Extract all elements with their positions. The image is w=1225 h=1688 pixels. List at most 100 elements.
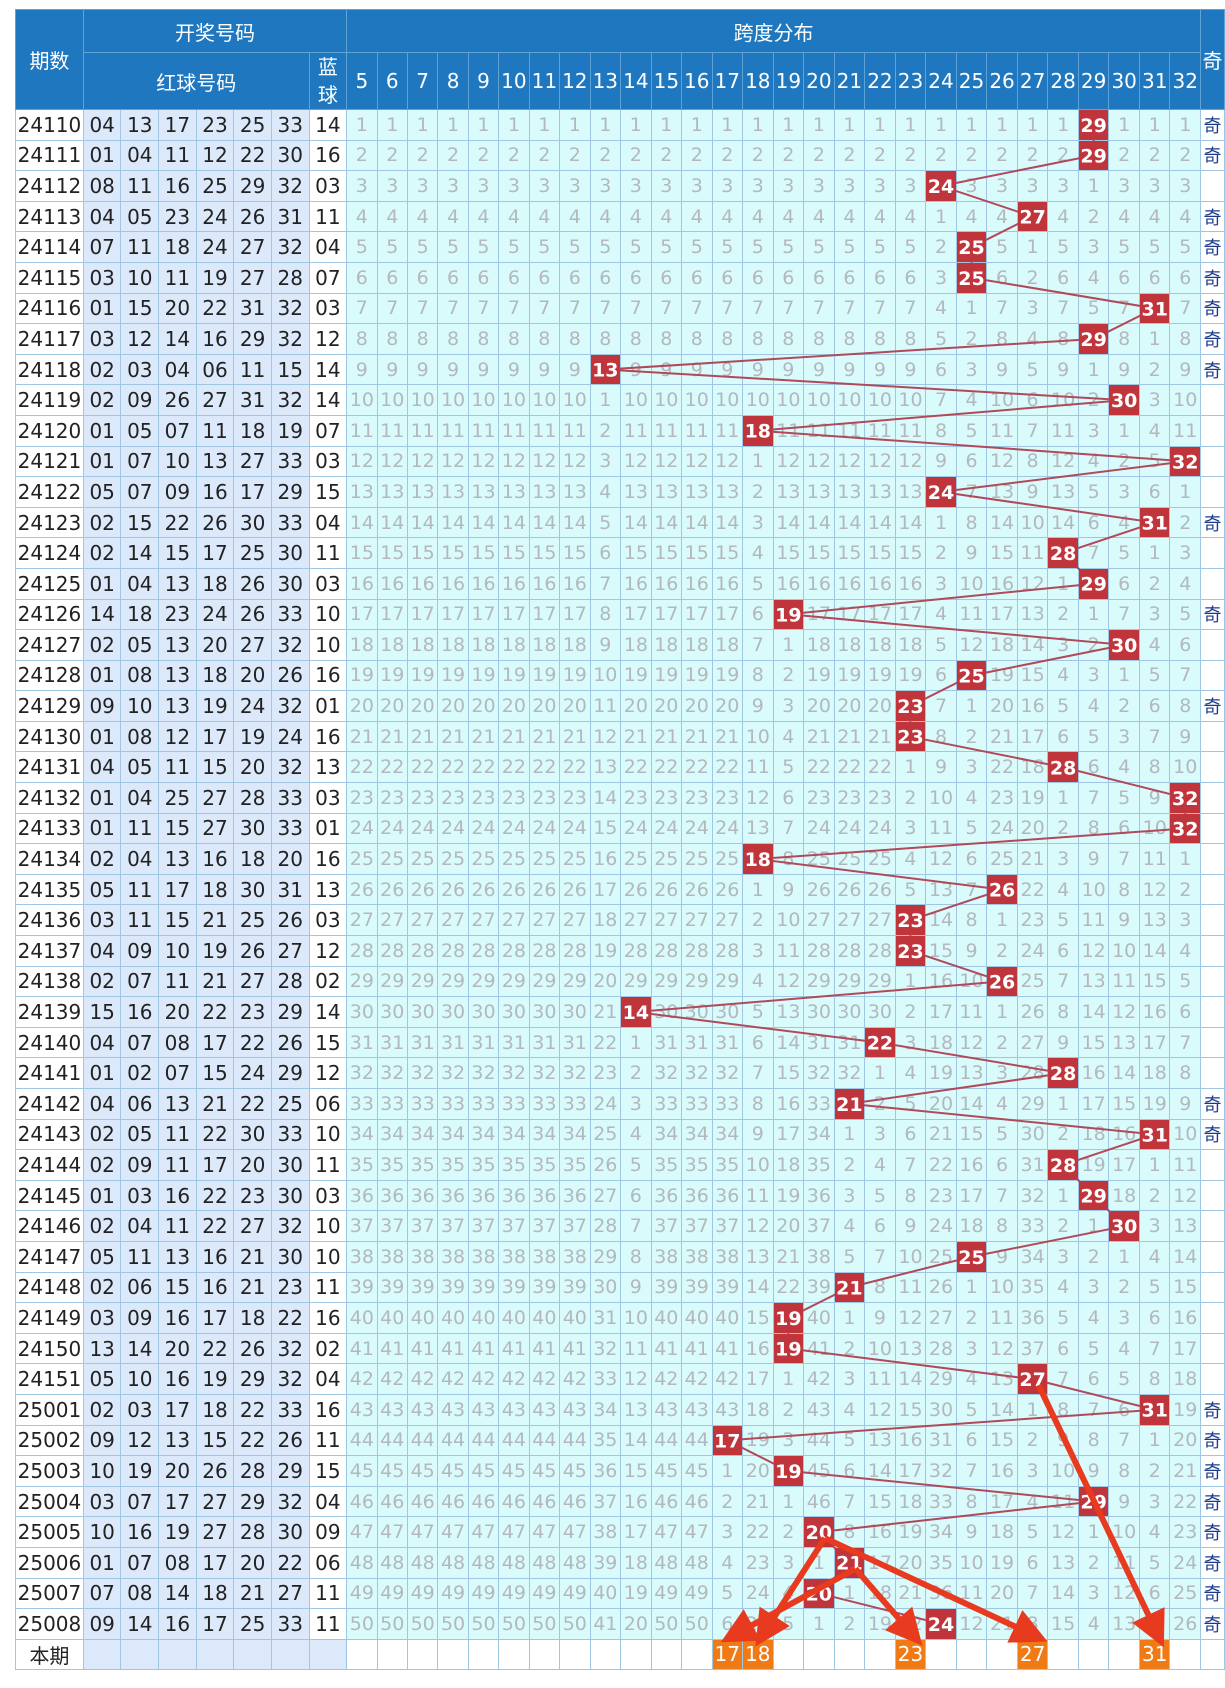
span-miss-count: 31	[803, 1026, 835, 1059]
span-miss-count: 41	[498, 1332, 530, 1365]
span-miss-count: 14	[772, 1026, 805, 1059]
span-miss-count: 8	[742, 659, 774, 692]
span-miss-count: 9	[620, 353, 652, 386]
span-miss-count: 5	[1047, 690, 1079, 722]
span-hit: 26	[986, 965, 1018, 998]
span-miss-count: 5	[376, 231, 408, 263]
span-miss-count: 11	[742, 1179, 774, 1212]
span-miss-count: 4	[772, 720, 805, 753]
red-ball: 17	[158, 109, 197, 141]
span-miss-count: 42	[711, 1363, 744, 1395]
span-miss-count: 1	[620, 109, 652, 141]
span-miss-count: 17	[589, 873, 622, 906]
red-ball: 28	[270, 965, 310, 998]
span-miss-count: 13	[620, 476, 652, 508]
span-miss-count: 5	[925, 323, 957, 355]
span-miss-count: 8	[1138, 1363, 1171, 1395]
span-miss-count: 26	[1016, 996, 1049, 1028]
span-miss-count: 3	[772, 690, 805, 722]
span-miss-count: 18	[711, 629, 744, 661]
red-ball: 09	[120, 1149, 160, 1181]
span-miss-count: 16	[620, 1485, 652, 1518]
span-miss-count: 39	[406, 1271, 439, 1304]
issue-number: 24124	[15, 537, 84, 569]
span-miss-count: 27	[620, 904, 652, 937]
span-miss-count: 42	[437, 1363, 469, 1395]
span-miss-count: 5	[1108, 782, 1140, 814]
span-miss-count: 50	[559, 1608, 591, 1640]
span-miss-count: 4	[833, 200, 866, 233]
span-miss-count: 2	[925, 537, 957, 569]
span-miss-count: 41	[559, 1332, 591, 1365]
red-ball: 18	[233, 1302, 272, 1334]
span-miss-count: 36	[528, 1179, 561, 1212]
span-miss-count: 13	[864, 476, 896, 508]
red-ball-header: 红球号码	[82, 52, 310, 110]
span-miss-count: 40	[650, 1302, 683, 1334]
span-miss-count: 2	[589, 139, 622, 172]
span-miss-count: 3	[1077, 414, 1110, 447]
span-miss-count: 4	[772, 200, 805, 233]
span-miss-count: 14	[864, 1455, 896, 1487]
span-miss-count: 9	[1108, 353, 1140, 386]
span-miss-count: 19	[650, 659, 683, 692]
span-miss-count: 21	[376, 720, 408, 753]
span-miss-count: 11	[498, 414, 530, 447]
span-miss-count: 16	[772, 567, 805, 600]
span-miss-count: 5	[346, 231, 378, 263]
span-miss-count: 6	[1047, 261, 1079, 294]
span-miss-count: 27	[498, 904, 530, 937]
span-miss-count: 4	[1047, 200, 1079, 233]
span-miss-count: 8	[376, 323, 408, 355]
span-miss-count: 15	[528, 537, 561, 569]
span-miss-count: 7	[1169, 659, 1201, 692]
span-miss-count: 13	[864, 1424, 896, 1457]
span-miss-count: 17	[467, 598, 500, 631]
span-miss-count: 45	[467, 1455, 500, 1487]
span-miss-count: 8	[772, 843, 805, 875]
issue-number: 24142	[15, 1088, 84, 1120]
span-miss-count: 18	[986, 629, 1018, 661]
span-miss-count: 26	[864, 873, 896, 906]
span-miss-count: 31	[589, 1302, 622, 1334]
red-ball: 16	[195, 476, 235, 508]
span-hit: 29	[1077, 1179, 1110, 1212]
span-miss-count: 25	[437, 843, 469, 875]
red-ball: 30	[270, 1179, 310, 1212]
span-miss-count: 34	[346, 1118, 378, 1151]
span-miss-count: 43	[650, 1393, 683, 1426]
red-ball: 10	[82, 1516, 122, 1548]
red-ball: 28	[233, 1516, 272, 1548]
span-miss-count: 11	[772, 414, 805, 447]
red-ball: 15	[195, 751, 235, 784]
red-ball: 11	[158, 1118, 197, 1151]
extra-mark	[1200, 1149, 1225, 1181]
span-miss-count: 12	[1077, 935, 1110, 967]
span-miss-count: 5	[1077, 476, 1110, 508]
span-hit: 27	[1016, 1363, 1049, 1395]
span-miss-count: 10	[1138, 812, 1171, 845]
span-miss-count: 33	[589, 1363, 622, 1395]
red-ball: 21	[233, 1577, 272, 1610]
span-miss-count: 36	[589, 1455, 622, 1487]
span-miss-count: 6	[1108, 812, 1140, 845]
span-miss-count: 19	[681, 659, 713, 692]
span-miss-count: 1	[437, 109, 469, 141]
blue-ball: 15	[308, 1455, 348, 1487]
span-miss-count: 17	[894, 1455, 927, 1487]
span-miss-count: 12	[955, 629, 988, 661]
span-miss-count: 10	[803, 384, 835, 416]
span-miss-count: 8	[1077, 1424, 1110, 1457]
current-empty-cell	[346, 1638, 378, 1671]
span-miss-count: 4	[1108, 751, 1140, 784]
span-hit: 32	[1169, 782, 1201, 814]
red-ball: 01	[82, 720, 122, 753]
span-miss-count: 18	[986, 1516, 1018, 1548]
current-empty-cell	[467, 1638, 500, 1671]
span-miss-count: 28	[559, 935, 591, 967]
span-miss-count: 12	[955, 1608, 988, 1640]
